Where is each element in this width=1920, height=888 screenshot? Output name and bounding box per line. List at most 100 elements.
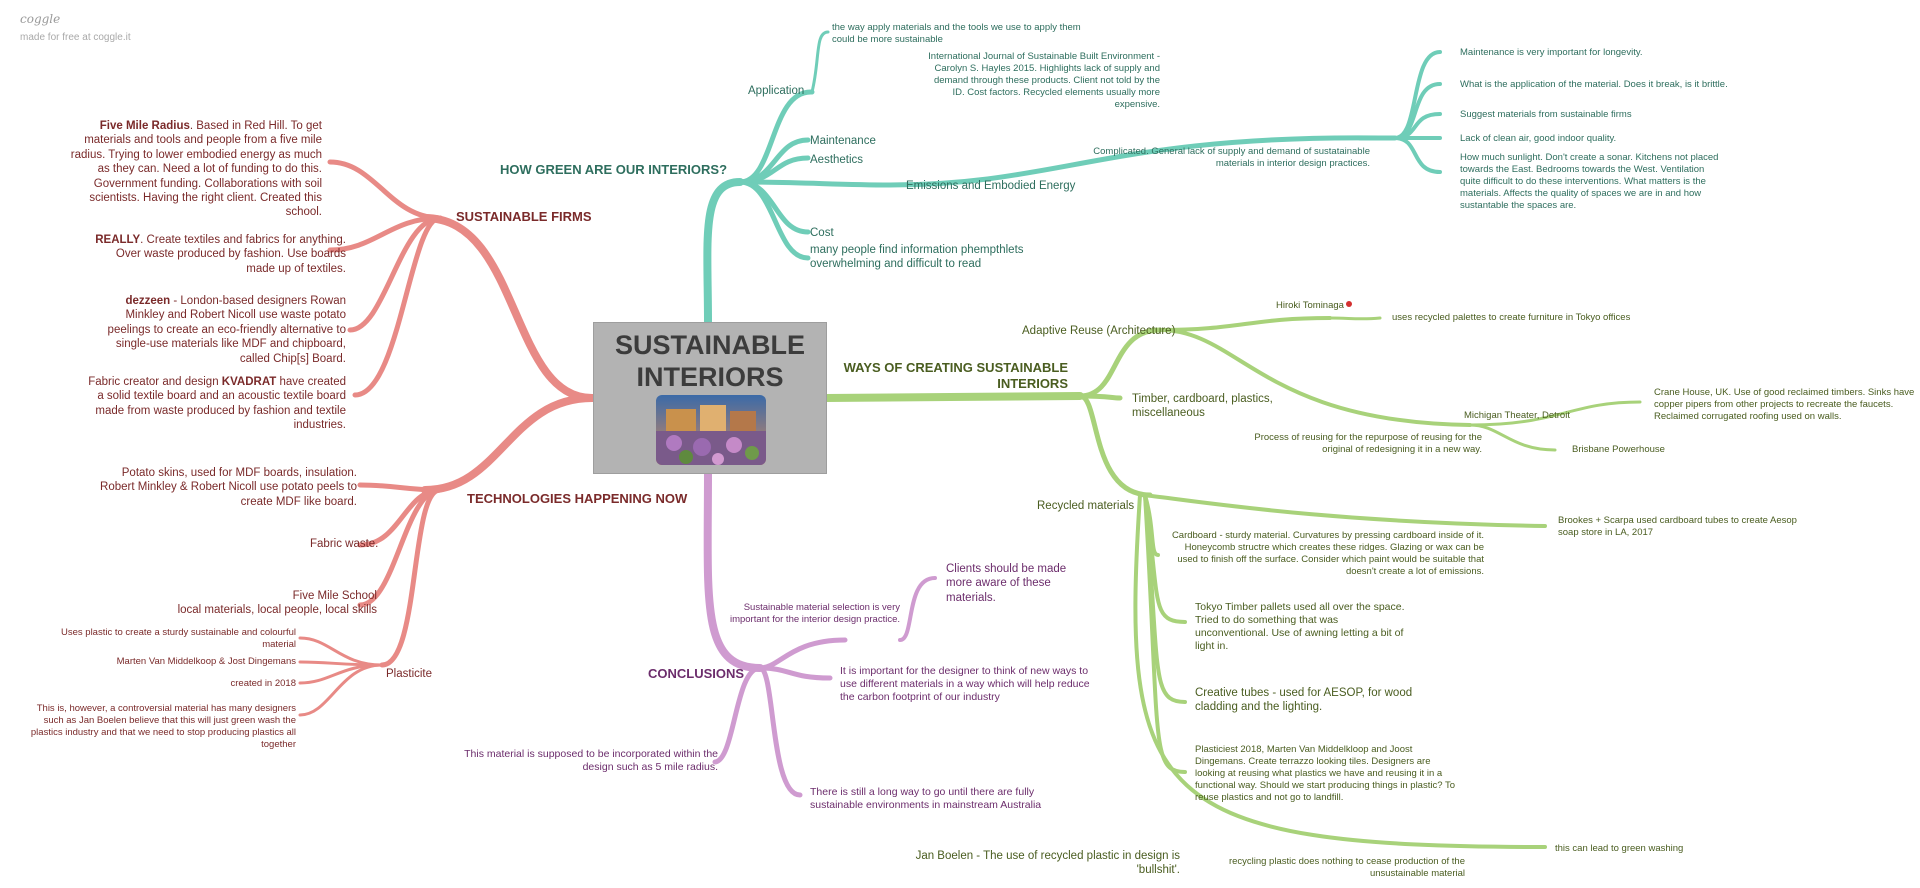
link-application-note: [810, 30, 830, 94]
link-firms-really: [327, 215, 443, 253]
plasticite-note-4[interactable]: This is, however, a controversial materi…: [30, 703, 296, 750]
node-michigan[interactable]: Michigan Theater, Detroit: [1464, 410, 1570, 421]
center-photo: [656, 395, 766, 465]
branch-conclusions[interactable]: CONCLUSIONS: [648, 666, 745, 681]
node-journal[interactable]: International Journal of Sustainable Bui…: [928, 51, 1160, 110]
link-recycled-greenwash: [1133, 493, 1547, 849]
link-center-howgreen: [703, 178, 744, 326]
branch-ways[interactable]: WAYS OF CREATING SUSTAINABLE INTERIORS: [843, 360, 1068, 392]
link-tech-school: [357, 487, 443, 608]
node-timber[interactable]: Timber, cardboard, plastics, miscellaneo…: [1132, 393, 1273, 420]
link-firms-dezzeen: [347, 215, 443, 333]
tech-school[interactable]: Five Mile School local materials, local p…: [150, 589, 377, 618]
branch-sustainable-firms[interactable]: SUSTAINABLE FIRMS: [456, 209, 592, 224]
firm-name: dezzeen: [125, 295, 171, 307]
center-node[interactable]: SUSTAINABLE INTERIORS: [593, 322, 827, 474]
status-dot-icon: [1346, 301, 1352, 307]
node-creative-tubes[interactable]: Creative tubes - used for AESOP, for woo…: [1195, 687, 1413, 714]
firm-dezzeen[interactable]: dezzeen - London-based designers Rowan M…: [86, 294, 346, 366]
center-title: SUSTAINABLE INTERIORS: [614, 330, 805, 392]
link-conclusions-designer: [757, 665, 833, 681]
firm-really[interactable]: REALLY. Create textiles and fabrics for …: [86, 233, 346, 276]
branch-technologies[interactable]: TECHNOLOGIES HAPPENING NOW: [467, 491, 688, 506]
link-conclusions-selection: [757, 637, 848, 671]
tech-plasticite[interactable]: Plasticite: [386, 668, 433, 680]
node-info[interactable]: many people find information phempthlets…: [810, 244, 1024, 271]
node-aesthetics[interactable]: Aesthetics: [810, 154, 864, 166]
node-process[interactable]: Process of reusing for the repurpose of …: [1254, 432, 1482, 455]
tech-school-title: Five Mile School: [292, 590, 377, 602]
node-cost[interactable]: Cost: [810, 227, 834, 239]
coggle-logo[interactable]: coggle made for free at coggle.it: [20, 12, 131, 43]
firm-name: Five Mile Radius: [99, 120, 190, 132]
node-hiroki[interactable]: Hiroki Tominaga: [1276, 300, 1344, 311]
node-complicated[interactable]: Complicated. General lack of supply and …: [1093, 146, 1370, 169]
conclusion-clients[interactable]: Clients should be made more aware of the…: [946, 563, 1067, 604]
conclusion-designer[interactable]: It is important for the designer to thin…: [840, 665, 1090, 704]
node-adaptive-reuse[interactable]: Adaptive Reuse (Architecture): [1022, 325, 1176, 337]
link-hub-note5: [1393, 136, 1442, 174]
plasticite-note-2[interactable]: Marten Van Middelkoop & Jost Dingemans: [116, 656, 296, 667]
link-recycled-brookes: [1138, 493, 1547, 528]
node-application-note[interactable]: the way apply materials and the tools we…: [832, 22, 1081, 45]
link-center-firms: [421, 214, 596, 402]
link-firms-kvadrat: [352, 215, 443, 398]
logo-subtitle: made for free at coggle.it: [20, 32, 131, 43]
link-howgreen-info: [737, 179, 811, 261]
link-center-ways: [822, 392, 1084, 402]
link-ways-recycled: [1077, 393, 1153, 498]
conclusion-selection[interactable]: Sustainable material selection is very i…: [729, 602, 900, 625]
firm-five-mile-radius[interactable]: Five Mile Radius. Based in Red Hill. To …: [60, 119, 322, 220]
link-michigan-brisbane: [1468, 423, 1557, 452]
link-howgreen-emissions: [737, 179, 893, 188]
node-emissions[interactable]: Emissions and Embodied Energy: [906, 180, 1076, 192]
link-ways-adaptive: [1077, 327, 1163, 399]
node-crane-house[interactable]: Crane House, UK. Use of good reclaimed t…: [1654, 387, 1915, 422]
link-adaptive-hiroki: [1158, 316, 1332, 332]
howgreen-note-3[interactable]: Suggest materials from sustainable firms: [1460, 109, 1632, 120]
link-tech-plasticite: [379, 487, 443, 668]
node-recycling[interactable]: recycling plastic does nothing to cease …: [1228, 856, 1465, 879]
link-conclusions-longway: [757, 665, 803, 798]
node-greenwash[interactable]: this can lead to green washing: [1555, 843, 1684, 854]
link-center-conclusions: [703, 468, 764, 672]
link-michigan-crane: [1468, 400, 1642, 427]
firm-description: . Based in Red Hill. To get materials an…: [70, 120, 322, 219]
link-plasticite-p4: [298, 663, 384, 717]
node-brisbane[interactable]: Brisbane Powerhouse: [1572, 444, 1665, 455]
node-cardboard[interactable]: Cardboard - sturdy material. Curvatures …: [1171, 530, 1484, 577]
link-hiroki-note: [1328, 316, 1382, 321]
howgreen-note-4[interactable]: Lack of clean air, good indoor quality.: [1460, 133, 1617, 144]
tech-fabric[interactable]: Fabric waste.: [310, 538, 379, 550]
branch-how-green[interactable]: HOW GREEN ARE OUR INTERIORS?: [500, 162, 728, 177]
link-tech-potato: [357, 482, 443, 493]
firm-description: . Create textiles and fabrics for anythi…: [115, 234, 346, 275]
node-tokyo-timber[interactable]: Tokyo Timber pallets used all over the s…: [1195, 601, 1405, 653]
node-recycled[interactable]: Recycled materials: [1037, 500, 1135, 512]
firm-name: REALLY: [95, 234, 141, 246]
node-brookes[interactable]: Brookes + Scarpa used cardboard tubes to…: [1558, 515, 1797, 538]
howgreen-note-5[interactable]: How much sunlight. Don't create a sonar.…: [1460, 152, 1719, 211]
firm-description: - London-based designers Rowan Minkley a…: [107, 295, 346, 365]
tech-potato[interactable]: Potato skins, used for MDF boards, insul…: [100, 467, 357, 508]
node-maintenance[interactable]: Maintenance: [810, 135, 876, 147]
link-ways-timber: [1077, 393, 1123, 401]
link-adaptive-michigan: [1158, 328, 1472, 427]
node-plasticiest[interactable]: Plasticiest 2018, Marten Van Middelkloop…: [1195, 744, 1455, 803]
tech-school-note: local materials, local people, local ski…: [177, 604, 377, 617]
node-hiroki-note[interactable]: uses recycled palettes to create furnitu…: [1392, 312, 1631, 323]
firm-description: have created a solid textile board and a…: [95, 376, 346, 432]
howgreen-note-1[interactable]: Maintenance is very important for longev…: [1460, 47, 1643, 58]
howgreen-note-2[interactable]: What is the application of the material.…: [1460, 79, 1728, 90]
conclusion-long-way[interactable]: There is still a long way to go until th…: [810, 786, 1042, 812]
node-application[interactable]: Application: [748, 85, 805, 97]
link-conclusions-radius: [712, 665, 763, 765]
link-center-tech: [421, 394, 596, 494]
firm-kvadrat[interactable]: Fabric creator and design KVADRAT have c…: [86, 375, 346, 433]
plasticite-note-3[interactable]: created in 2018: [230, 678, 297, 689]
link-firms-fivemile: [327, 159, 443, 221]
conclusion-radius[interactable]: This material is supposed to be incorpor…: [464, 748, 718, 774]
plasticite-note-1[interactable]: Uses plastic to create a sturdy sustaina…: [61, 627, 296, 650]
node-jan-boelen[interactable]: Jan Boelen - The use of recycled plastic…: [915, 850, 1180, 877]
